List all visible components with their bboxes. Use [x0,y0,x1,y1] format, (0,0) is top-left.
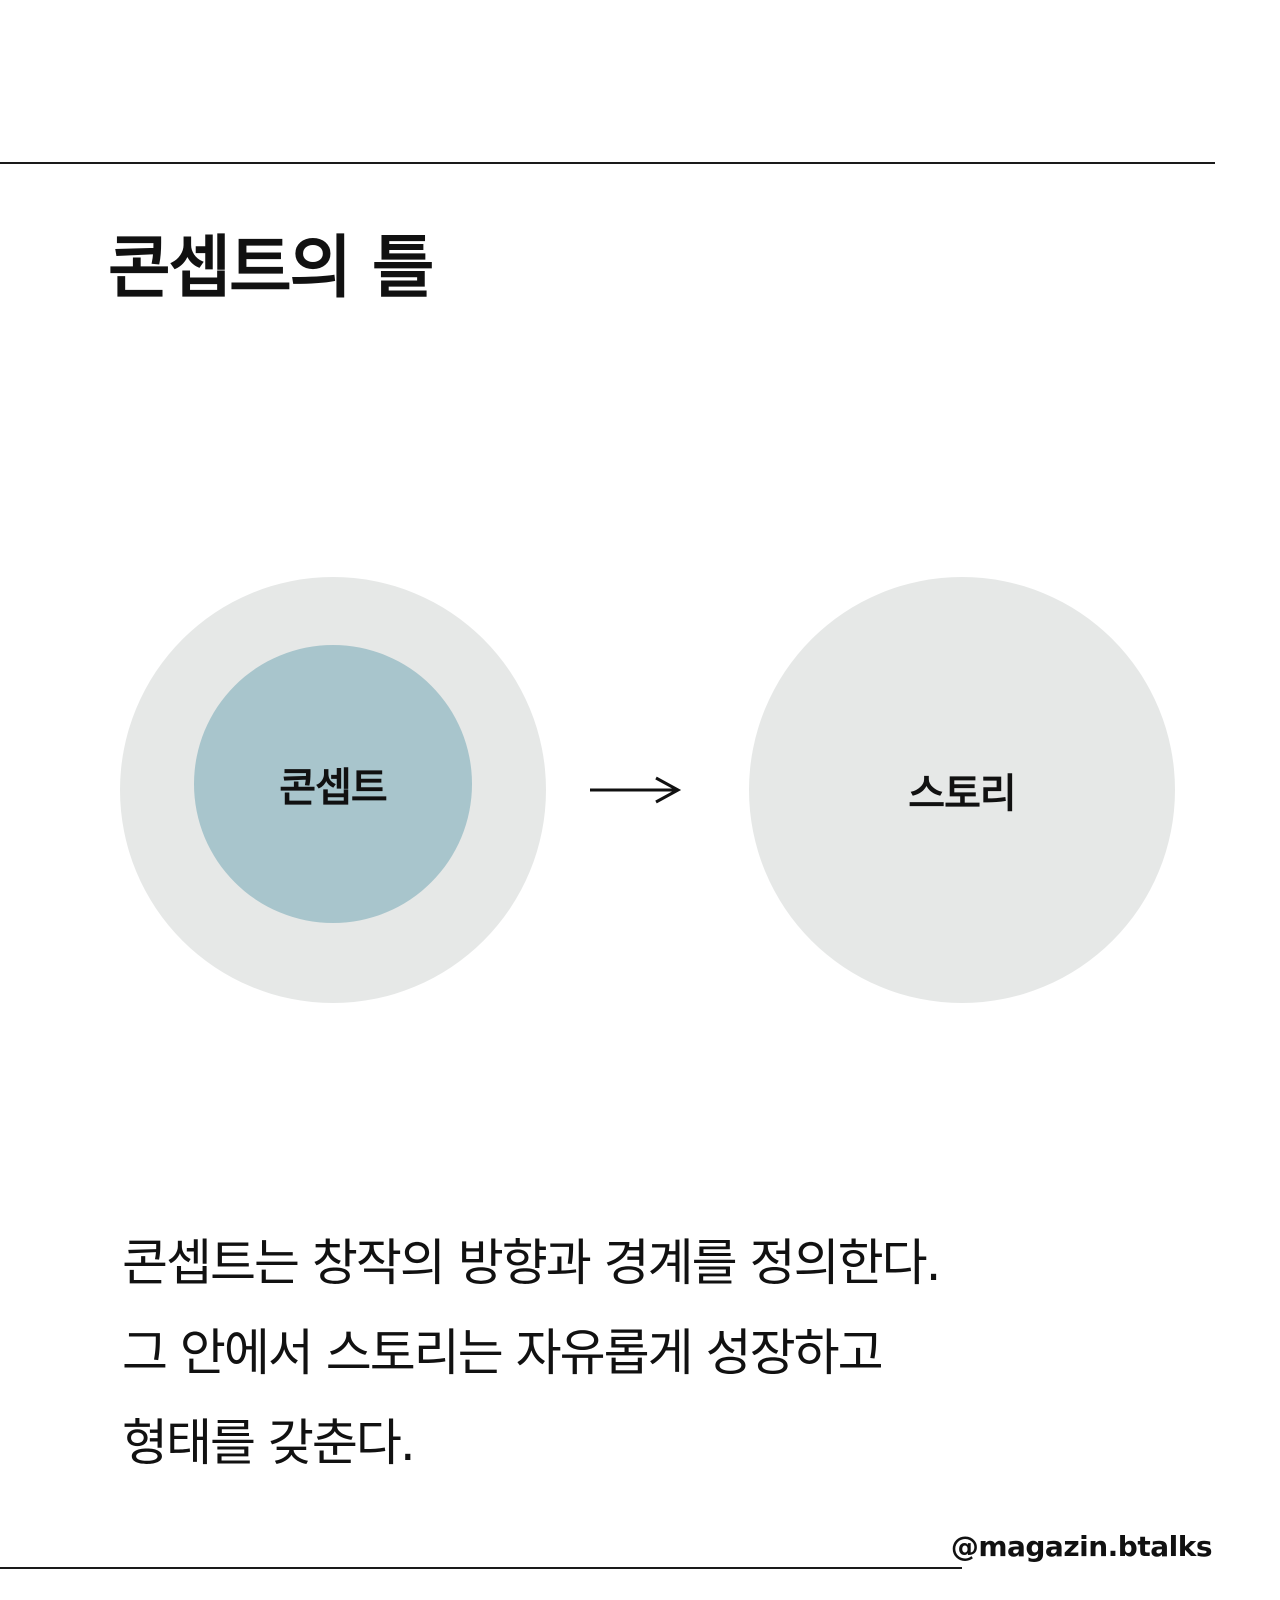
arrow-right-icon [590,776,682,804]
body-text: 콘셉트는 창작의 방향과 경계를 정의한다. 그 안에서 스토리는 자유롭게 성… [122,1218,1182,1488]
concept-frame-circle: 콘셉트 [120,577,546,1003]
body-line: 콘셉트는 창작의 방향과 경계를 정의한다. [122,1234,941,1292]
concept-label: 콘셉트 [279,765,387,811]
story-label: 스토리 [908,771,1016,817]
top-divider [0,162,1215,164]
story-circle: 스토리 [749,577,1175,1003]
concept-story-diagram: 콘셉트 스토리 [0,570,1280,1010]
page-title: 콘셉트의 틀 [108,229,434,308]
account-handle: @magazin.btalks [950,1530,1213,1563]
bottom-divider [0,1567,962,1569]
concept-circle: 콘셉트 [194,645,472,923]
body-line: 형태를 갖춘다. [122,1414,416,1472]
body-line: 그 안에서 스토리는 자유롭게 성장하고 [122,1324,884,1382]
